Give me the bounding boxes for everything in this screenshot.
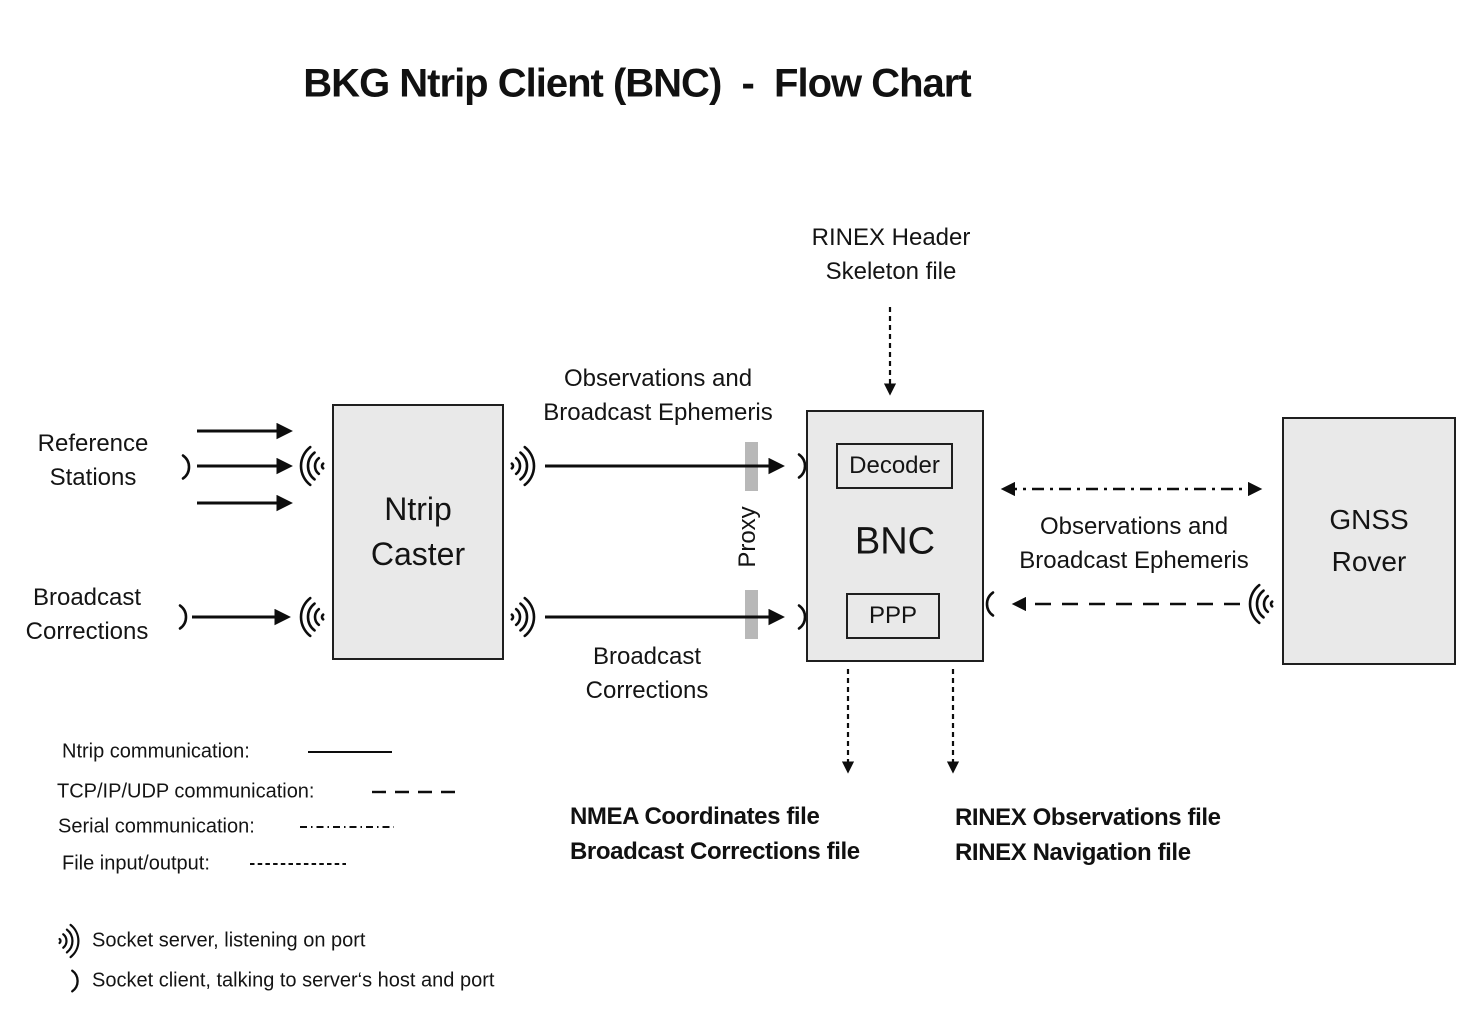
proxy-bar-bottom <box>745 590 758 639</box>
legend-serial-label: Serial communication: <box>58 815 255 838</box>
socket-client-icon <box>985 591 995 617</box>
rinex-header-label: RINEX Header Skeleton file <box>811 224 971 285</box>
reference-stations-label: Reference Stations <box>37 430 149 491</box>
socket-client-icon <box>181 454 191 480</box>
socket-server-icon <box>58 923 80 959</box>
broadcast-corrections-source-label: Broadcast Corrections <box>25 584 149 645</box>
socket-server-icon <box>299 596 325 638</box>
ppp-box: PPP <box>846 593 940 639</box>
legend-tcp-label: TCP/IP/UDP communication: <box>57 780 315 803</box>
socket-client-icon <box>178 604 188 630</box>
decoder-box: Decoder <box>836 443 953 489</box>
legend-ntrip-label: Ntrip communication: <box>62 740 250 763</box>
bnc-label: BNC <box>854 520 936 563</box>
proxy-label: Proxy <box>734 506 761 568</box>
socket-server-icon <box>1248 583 1274 625</box>
socket-server-icon <box>510 445 536 487</box>
socket-client-icon <box>71 969 79 993</box>
socket-client-icon <box>797 604 807 630</box>
broadcast-corrections-mid-label: Broadcast Corrections <box>585 643 709 704</box>
page-title: BKG Ntrip Client (BNC) - Flow Chart <box>303 61 971 106</box>
legend-socket-server-label: Socket server, listening on port <box>92 929 366 952</box>
legend-socket-client-label: Socket client, talking to server‘s host … <box>92 969 495 992</box>
socket-server-icon <box>510 596 536 638</box>
obs-ephemeris-right-label: Observations and Broadcast Ephemeris <box>1019 513 1249 574</box>
rinex-outputs-label: RINEX Observations file RINEX Navigation… <box>955 804 1221 866</box>
legend-fileio-label: File input/output: <box>62 852 210 875</box>
ntrip-caster-box: Ntrip Caster <box>332 404 504 660</box>
gnss-rover-box: GNSS Rover <box>1282 417 1456 665</box>
nmea-outputs-label: NMEA Coordinates file Broadcast Correcti… <box>570 803 860 865</box>
socket-client-icon <box>797 453 807 479</box>
obs-ephemeris-left-label: Observations and Broadcast Ephemeris <box>543 365 773 426</box>
socket-server-icon <box>299 445 325 487</box>
